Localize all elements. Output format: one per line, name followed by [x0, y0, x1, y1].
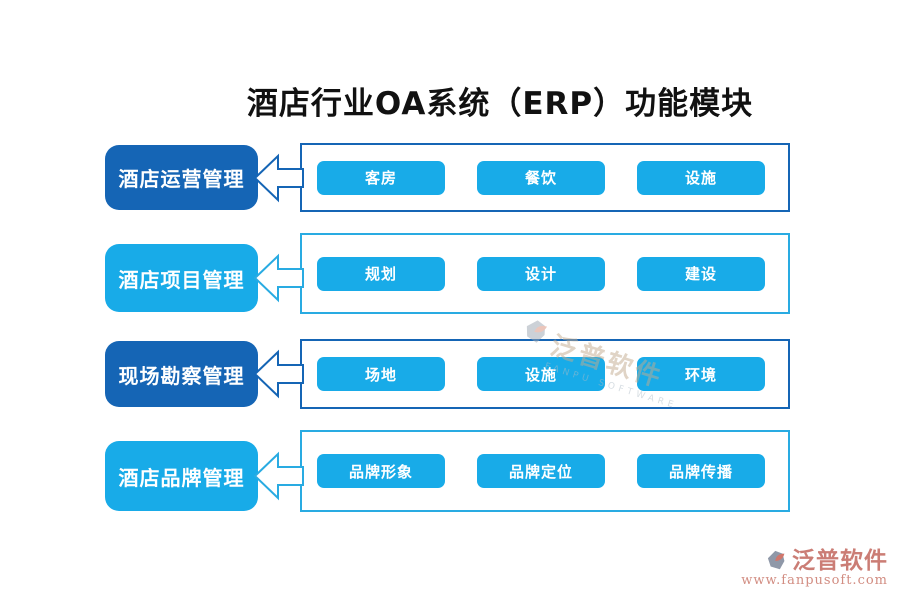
brand-name: 泛普软件	[792, 547, 888, 575]
module-label-box: 酒店运营管理	[105, 145, 258, 210]
brand-footer: 泛普软件 www.fanpusoft.com	[741, 548, 888, 588]
submodule-box: 品牌形象	[317, 454, 445, 488]
module-label-box: 现场勘察管理	[105, 341, 258, 407]
submodule-box: 规划	[317, 256, 445, 291]
submodule-container: 品牌形象 品牌定位 品牌传播	[300, 430, 790, 512]
fanpu-logo-icon	[767, 550, 785, 570]
submodule-box: 品牌传播	[637, 454, 765, 488]
submodule-box: 建设	[637, 256, 765, 291]
submodule-container: 规划 设计 建设	[300, 233, 790, 314]
brand-url: www.fanpusoft.com	[741, 572, 888, 588]
submodule-container: 客房 餐饮 设施	[300, 143, 790, 212]
submodule-strip: 规划 设计 建设	[302, 235, 788, 312]
submodule-strip: 客房 餐饮 设施	[302, 145, 788, 210]
left-arrow-icon	[254, 253, 304, 303]
submodule-strip: 场地 设施 环境	[302, 341, 788, 407]
left-arrow-icon	[254, 153, 304, 203]
module-label-box: 酒店品牌管理	[105, 441, 258, 511]
submodule-box: 设施	[477, 357, 605, 391]
left-arrow-icon	[254, 451, 304, 501]
submodule-box: 环境	[637, 357, 765, 391]
submodule-box: 客房	[317, 160, 445, 195]
submodule-strip: 品牌形象 品牌定位 品牌传播	[302, 432, 788, 510]
submodule-box: 品牌定位	[477, 454, 605, 488]
page-title: 酒店行业OA系统（ERP）功能模块	[246, 86, 754, 122]
submodule-box: 设计	[477, 256, 605, 291]
module-label-box: 酒店项目管理	[105, 244, 258, 312]
submodule-container: 场地 设施 环境	[300, 339, 790, 409]
submodule-box: 餐饮	[477, 160, 605, 195]
left-arrow-icon	[254, 349, 304, 399]
submodule-box: 设施	[637, 160, 765, 195]
submodule-box: 场地	[317, 357, 445, 391]
